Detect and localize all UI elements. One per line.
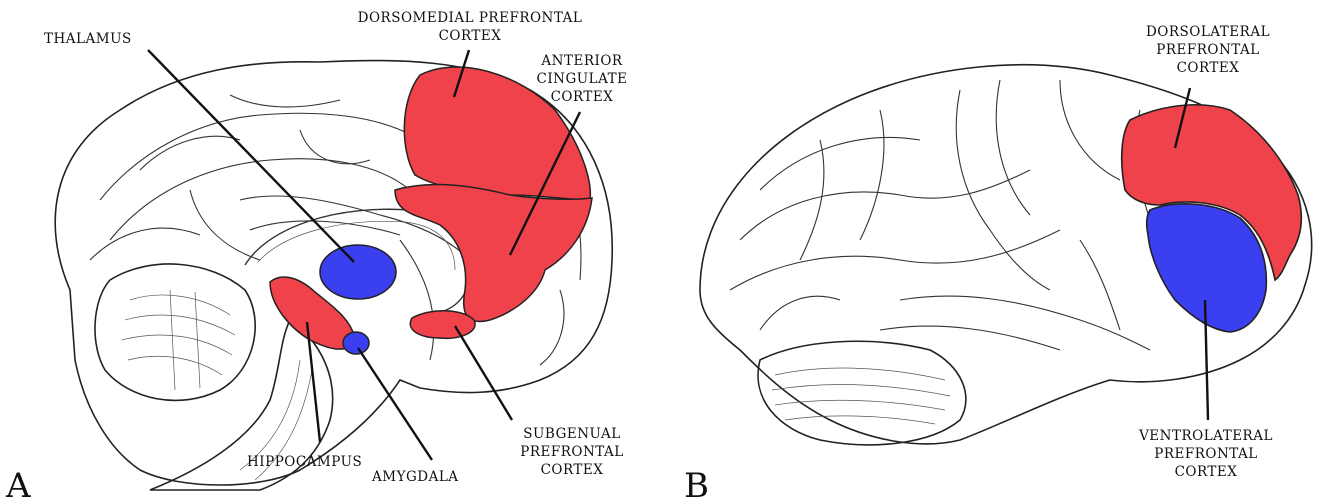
label-acc-line2: CINGULATE [537, 71, 628, 87]
label-dmpfc-line1: DORSOMEDIAL PREFRONTAL [358, 10, 583, 26]
label-acc-line3: CORTEX [551, 89, 614, 105]
label-vlpfc-line1: VENTROLATERAL [1138, 428, 1273, 444]
lateral-gyri [730, 80, 1150, 350]
thalamus-region [320, 245, 396, 299]
amygdala-region [343, 332, 369, 354]
cerebellum [95, 264, 255, 400]
label-hippocampus: HIPPOCAMPUS [247, 454, 362, 470]
label-sgpfc-line3: CORTEX [541, 462, 604, 478]
label-sgpfc-line1: SUBGENUAL [523, 426, 620, 442]
panel-letter-a: A [5, 466, 31, 503]
label-dlpfc-line1: DORSOLATERAL [1146, 24, 1270, 40]
panel-letter-b: B [684, 466, 709, 503]
amygdala-leader [358, 348, 432, 460]
sgpfc-leader [455, 326, 512, 420]
subgenual-prefrontal-cortex-region [410, 311, 475, 339]
panel-a: THALAMUS DORSOMEDIAL PREFRONTAL CORTEX A… [5, 10, 627, 503]
label-vlpfc-line3: CORTEX [1175, 464, 1238, 480]
panel-b: DORSOLATERAL PREFRONTAL CORTEX VENTROLAT… [684, 24, 1312, 503]
label-amygdala: AMYGDALA [371, 469, 459, 485]
lateral-cerebellum [758, 341, 966, 445]
label-vlpfc-line2: PREFRONTAL [1154, 446, 1258, 462]
label-thalamus: THALAMUS [44, 31, 132, 47]
label-dlpfc-line2: PREFRONTAL [1156, 42, 1260, 58]
label-dlpfc-line3: CORTEX [1177, 60, 1240, 76]
label-dmpfc-line2: CORTEX [439, 28, 502, 44]
label-sgpfc-line2: PREFRONTAL [520, 444, 624, 460]
label-acc-line1: ANTERIOR [540, 53, 622, 69]
